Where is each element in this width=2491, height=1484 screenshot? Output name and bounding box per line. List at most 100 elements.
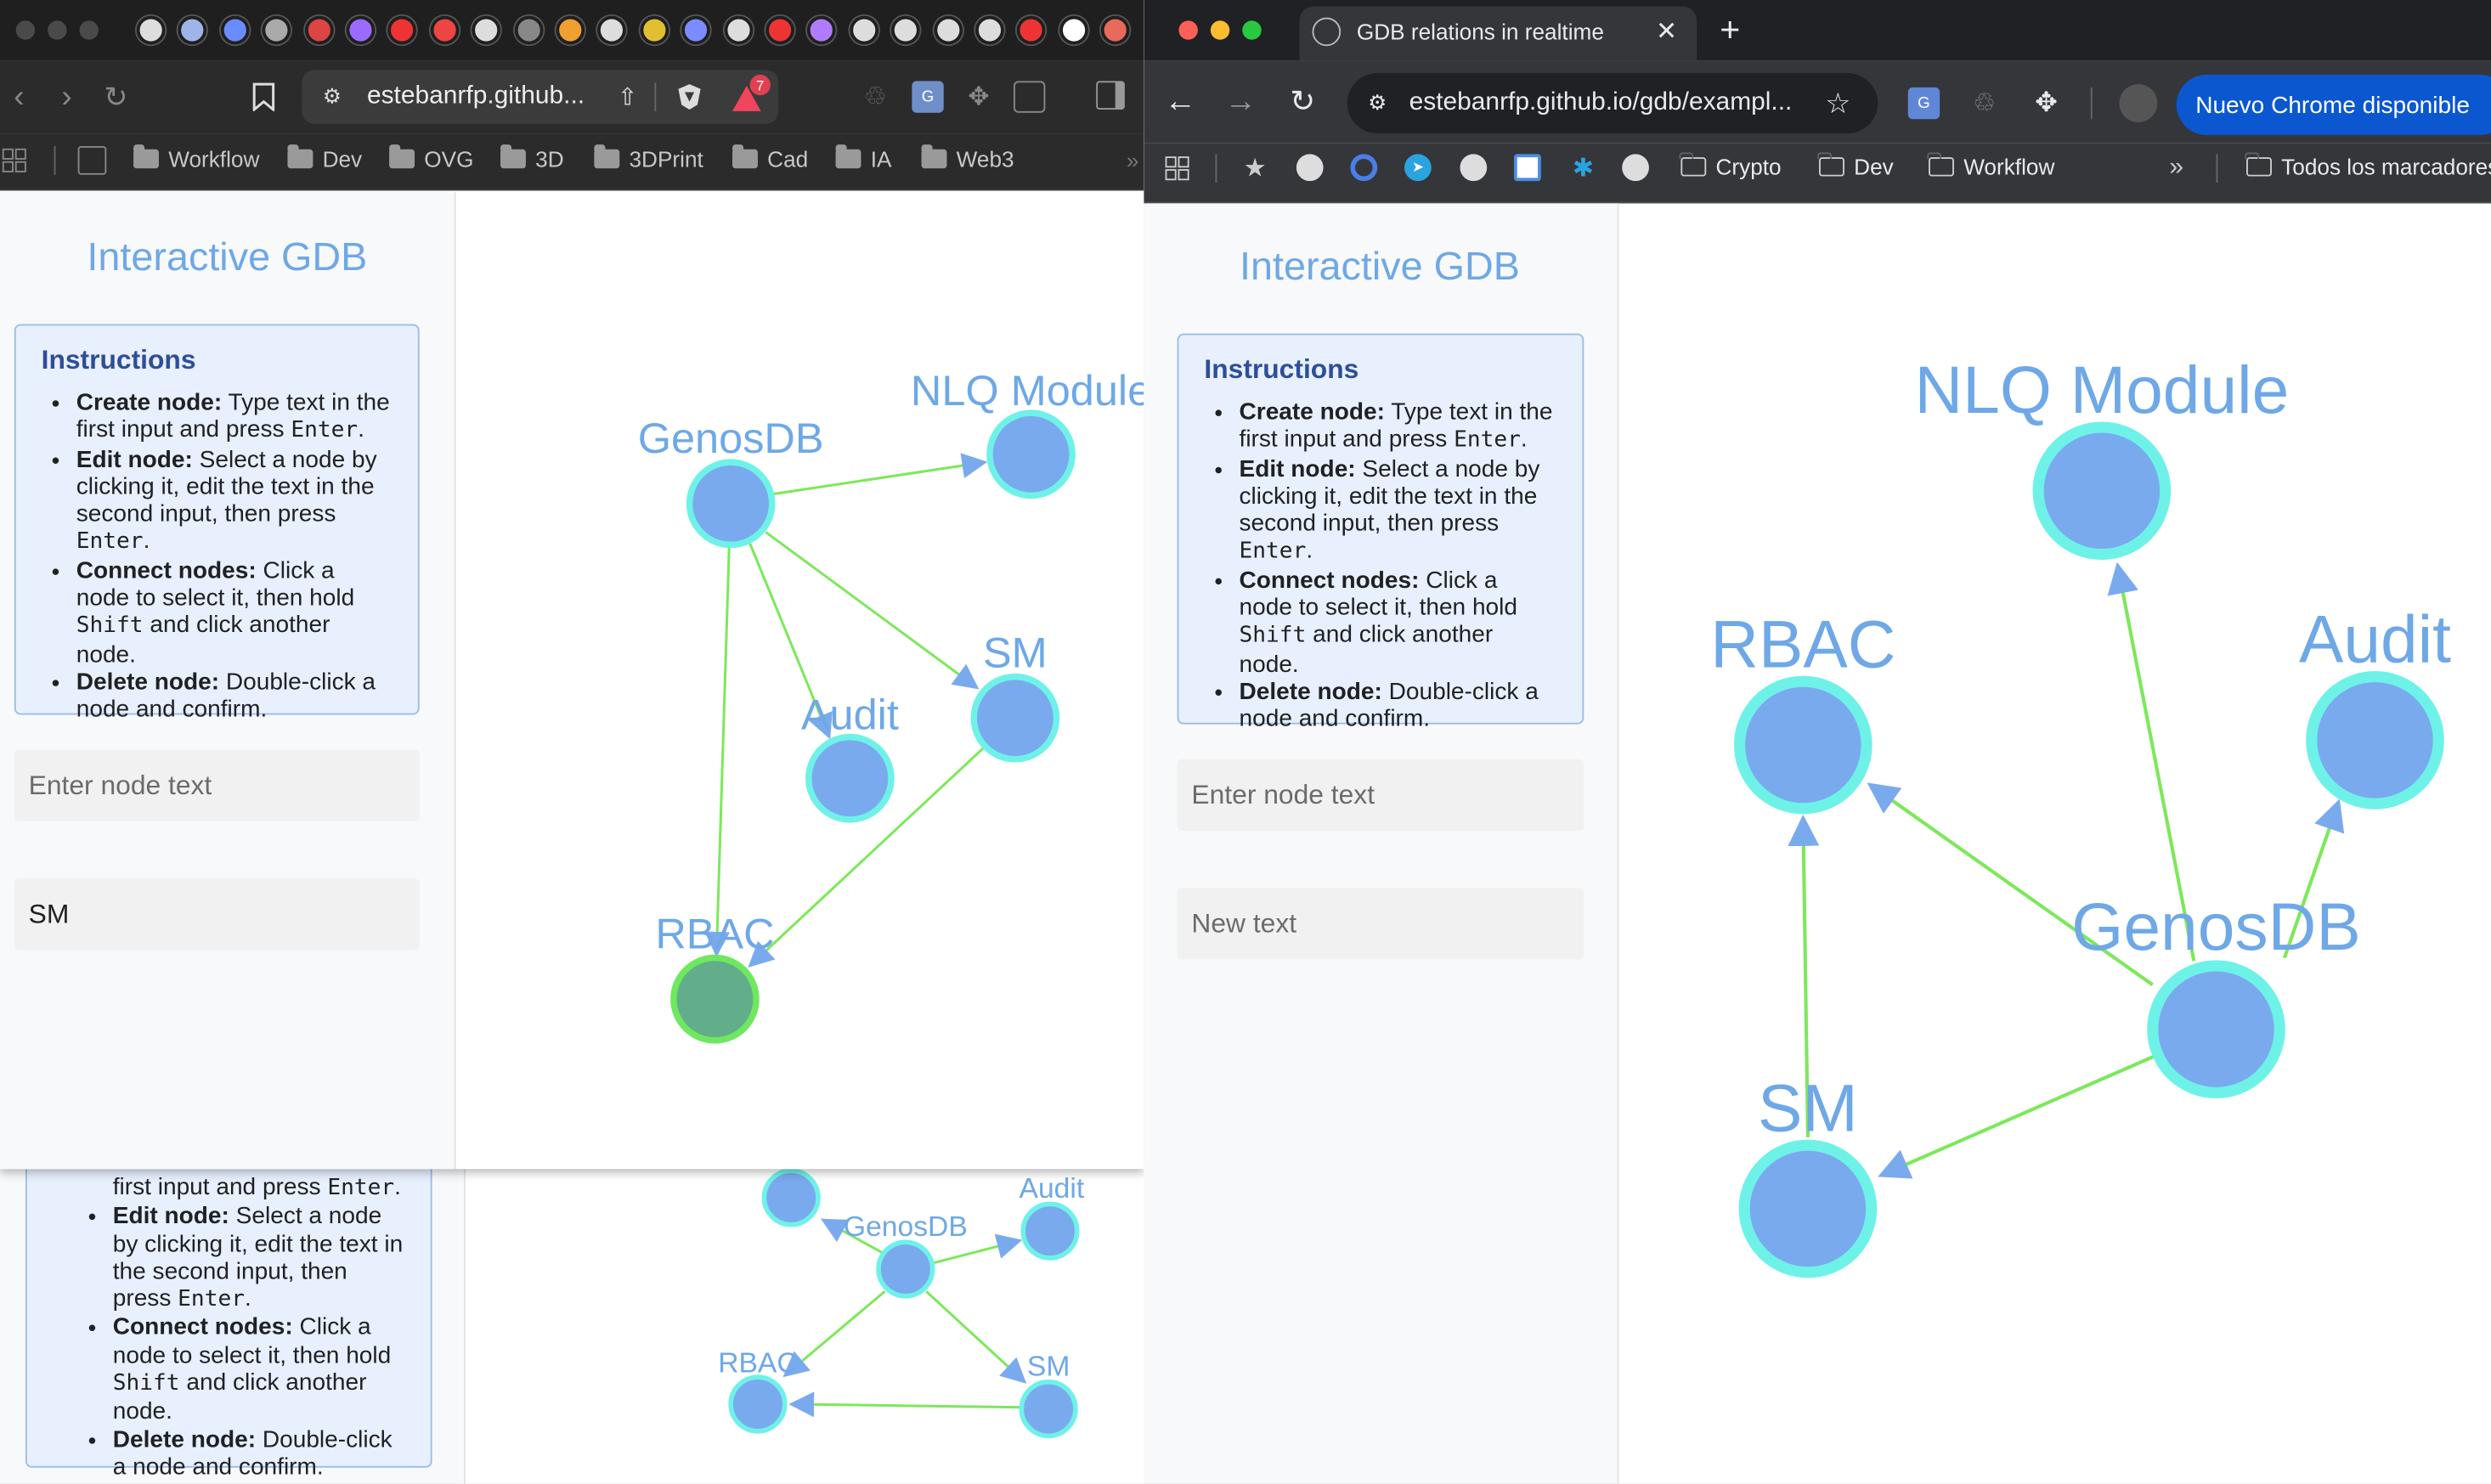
pinned-tab-favicon-icon[interactable] [933, 15, 963, 45]
sidebar-toggle-icon[interactable] [1096, 81, 1125, 110]
globe-bookmark-icon[interactable] [1296, 154, 1324, 182]
site-settings-icon[interactable]: ⚙ [322, 84, 342, 109]
pinned-tab-favicon-icon[interactable] [640, 15, 669, 45]
edit-node-input[interactable]: SM [14, 878, 420, 951]
star-icon[interactable]: ☆ [1825, 86, 1851, 119]
bookmark-icon[interactable] [248, 81, 280, 112]
bg-node-audit[interactable] [1020, 1201, 1080, 1261]
bookmark-crypto[interactable]: Crypto [1680, 152, 1782, 179]
left-address-bar[interactable]: ⚙ estebanrfp.github... ⇧ 7 [302, 70, 779, 124]
update-chrome-button[interactable]: Nuevo Chrome disponible ⋮ [2176, 74, 2491, 135]
apps-grid-icon[interactable] [1163, 154, 1192, 183]
brave-rewards-icon[interactable] [731, 84, 762, 113]
pinned-tab-favicon-icon[interactable] [387, 15, 417, 45]
bookmark-cad[interactable]: Cad [732, 144, 808, 172]
edit-node-input[interactable] [1177, 888, 1584, 960]
right-address-bar[interactable]: ⚙ estebanrfp.github.io/gdb/exampl... ☆ [1347, 73, 1878, 134]
more-bookmarks-icon[interactable]: » [2169, 154, 2184, 182]
star-bookmark-icon[interactable]: ★ [1243, 155, 1267, 183]
profile-avatar[interactable] [2119, 84, 2158, 122]
bookmark-ovg[interactable]: OVG [389, 144, 473, 172]
bookmark-dev[interactable]: Dev [287, 144, 362, 172]
pinned-tab-favicon-icon[interactable] [136, 15, 166, 45]
translate-icon[interactable]: G [1907, 87, 1940, 120]
bg-node-top[interactable] [761, 1169, 821, 1227]
forward-icon[interactable]: › [61, 78, 72, 114]
minimize-window-button[interactable] [1210, 20, 1230, 40]
globe-bookmark-icon-2[interactable] [1460, 154, 1488, 182]
back-icon[interactable]: ← [1164, 83, 1197, 119]
forward-icon[interactable]: → [1224, 83, 1257, 119]
back-icon[interactable]: ‹ [14, 78, 25, 114]
pinned-tab-favicon-icon[interactable] [850, 15, 878, 45]
apps-grid-icon[interactable] [0, 146, 29, 175]
node-nlq-module[interactable] [986, 409, 1076, 499]
pinned-tab-favicon-icon[interactable] [178, 15, 207, 45]
close-window-button[interactable] [1178, 20, 1198, 40]
bg-node-sm[interactable] [1019, 1380, 1078, 1439]
globe-bookmark-icon-3[interactable] [1622, 154, 1649, 182]
all-bookmarks[interactable]: Todos los marcadores [2245, 152, 2491, 179]
recycle-icon[interactable]: ♲ [863, 84, 887, 111]
bg-node-genosdb[interactable] [876, 1239, 935, 1299]
new-node-input[interactable] [14, 749, 420, 821]
bookmark-ia[interactable]: IA [835, 144, 891, 172]
bookmark-web3[interactable]: Web3 [921, 144, 1014, 172]
pinned-tab-favicon-icon[interactable] [556, 15, 585, 45]
node-audit[interactable] [2306, 671, 2444, 810]
node-sm[interactable] [970, 673, 1060, 763]
caixa-star-icon[interactable]: ✱ [1572, 155, 1594, 183]
site-settings-icon[interactable]: ⚙ [1368, 90, 1387, 115]
extensions-icon[interactable]: ✥ [968, 84, 990, 111]
node-rbac-selected[interactable] [670, 954, 760, 1044]
reading-list-icon[interactable] [77, 146, 107, 175]
reader-icon[interactable] [1013, 81, 1046, 113]
telegram-icon[interactable]: ➤ [1404, 154, 1432, 182]
node-rbac[interactable] [1733, 675, 1872, 815]
pinned-tab-favicon-icon[interactable] [262, 15, 291, 45]
image-bookmark-icon[interactable] [1514, 154, 1541, 182]
pinned-tab-favicon-icon[interactable] [220, 15, 250, 45]
pinned-tab-favicon-icon[interactable] [807, 15, 837, 45]
bookmark-3dprint[interactable]: 3DPrint [594, 144, 703, 172]
share-icon[interactable]: ⇧ [617, 84, 638, 111]
bookmark-workflow[interactable]: Workflow [133, 144, 259, 172]
reload-icon[interactable]: ↻ [104, 80, 128, 112]
pinned-tab-favicon-icon[interactable] [1059, 15, 1088, 45]
active-tab[interactable]: GDB relations in realtime ✕ [1299, 6, 1697, 61]
brave-shield-icon[interactable] [674, 81, 705, 112]
zoom-window-button[interactable] [1242, 20, 1262, 40]
pinned-tab-favicon-icon[interactable] [597, 15, 627, 45]
reload-icon[interactable]: ↻ [1290, 85, 1316, 119]
bookmark-3d[interactable]: 3D [500, 144, 564, 172]
translate-icon[interactable]: G [912, 81, 944, 113]
pinned-tab-favicon-icon[interactable] [975, 15, 1004, 45]
pinned-tab-favicon-icon[interactable] [891, 15, 921, 45]
pinned-tab-favicon-icon[interactable] [765, 15, 794, 45]
bookmark-workflow[interactable]: Workflow [1927, 152, 2054, 179]
bg-node-rbac[interactable] [728, 1374, 788, 1434]
node-genosdb[interactable] [686, 459, 776, 549]
kebab-menu-icon[interactable]: ⋮ [2483, 89, 2491, 121]
pinned-tab-favicon-icon[interactable] [514, 15, 543, 45]
pinned-tab-favicon-icon[interactable] [430, 15, 460, 45]
node-audit[interactable] [805, 733, 895, 823]
new-tab-icon[interactable]: + [1720, 9, 1741, 49]
recycle-icon[interactable]: ♲ [1973, 90, 1996, 118]
pinned-tab-favicon-icon[interactable] [346, 15, 376, 45]
node-nlq-module[interactable] [2032, 421, 2172, 561]
pinned-tab-favicon-icon[interactable] [681, 15, 711, 45]
target-bookmark-icon[interactable] [1350, 154, 1378, 182]
extensions-icon[interactable]: ✥ [2035, 87, 2058, 118]
pinned-tab-favicon-icon[interactable] [723, 15, 753, 45]
node-genosdb[interactable] [2147, 960, 2285, 1099]
pinned-tab-favicon-icon[interactable] [472, 15, 501, 45]
pinned-tab-favicon-icon[interactable] [304, 15, 333, 45]
pinned-tab-favicon-icon[interactable] [1101, 15, 1130, 45]
new-node-input[interactable] [1177, 759, 1584, 831]
close-tab-icon[interactable]: ✕ [1655, 19, 1678, 47]
node-sm[interactable] [1738, 1139, 1878, 1278]
bookmark-dev[interactable]: Dev [1817, 152, 1894, 179]
pinned-tab-favicon-icon[interactable] [1017, 15, 1047, 45]
more-bookmarks-icon[interactable]: » [1126, 147, 1139, 173]
